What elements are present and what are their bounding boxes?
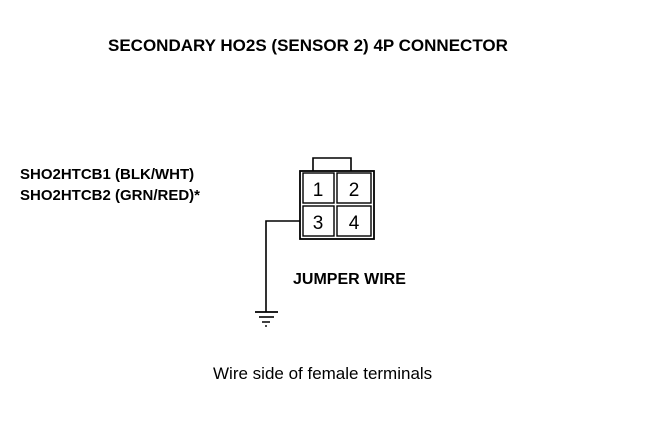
terminal-number-2: 2 bbox=[349, 180, 360, 201]
caption-wire-side: Wire side of female terminals bbox=[213, 364, 433, 383]
terminal-cell-4 bbox=[336, 205, 372, 237]
terminal-cell-3 bbox=[302, 205, 335, 237]
pin-label-sho2htcb2: SHO2HTCB2 (GRN/RED)* bbox=[20, 187, 201, 204]
terminal-number-1: 1 bbox=[313, 180, 324, 201]
connector-lock-tab bbox=[312, 157, 352, 171]
jumper-wire-label: JUMPER WIRE bbox=[293, 271, 406, 288]
ground-icon bbox=[255, 311, 278, 327]
terminal-number-3: 3 bbox=[313, 213, 324, 234]
terminal-number-4: 4 bbox=[349, 213, 360, 234]
pin-label-sho2htcb1: SHO2HTCB1 (BLK/WHT) bbox=[20, 166, 195, 183]
jumper-wire bbox=[265, 220, 300, 312]
diagram-title: SECONDARY HO2S (SENSOR 2) 4P CONNECTOR bbox=[108, 36, 508, 55]
terminal-cell-1 bbox=[302, 172, 335, 204]
terminal-cell-2 bbox=[336, 172, 372, 204]
